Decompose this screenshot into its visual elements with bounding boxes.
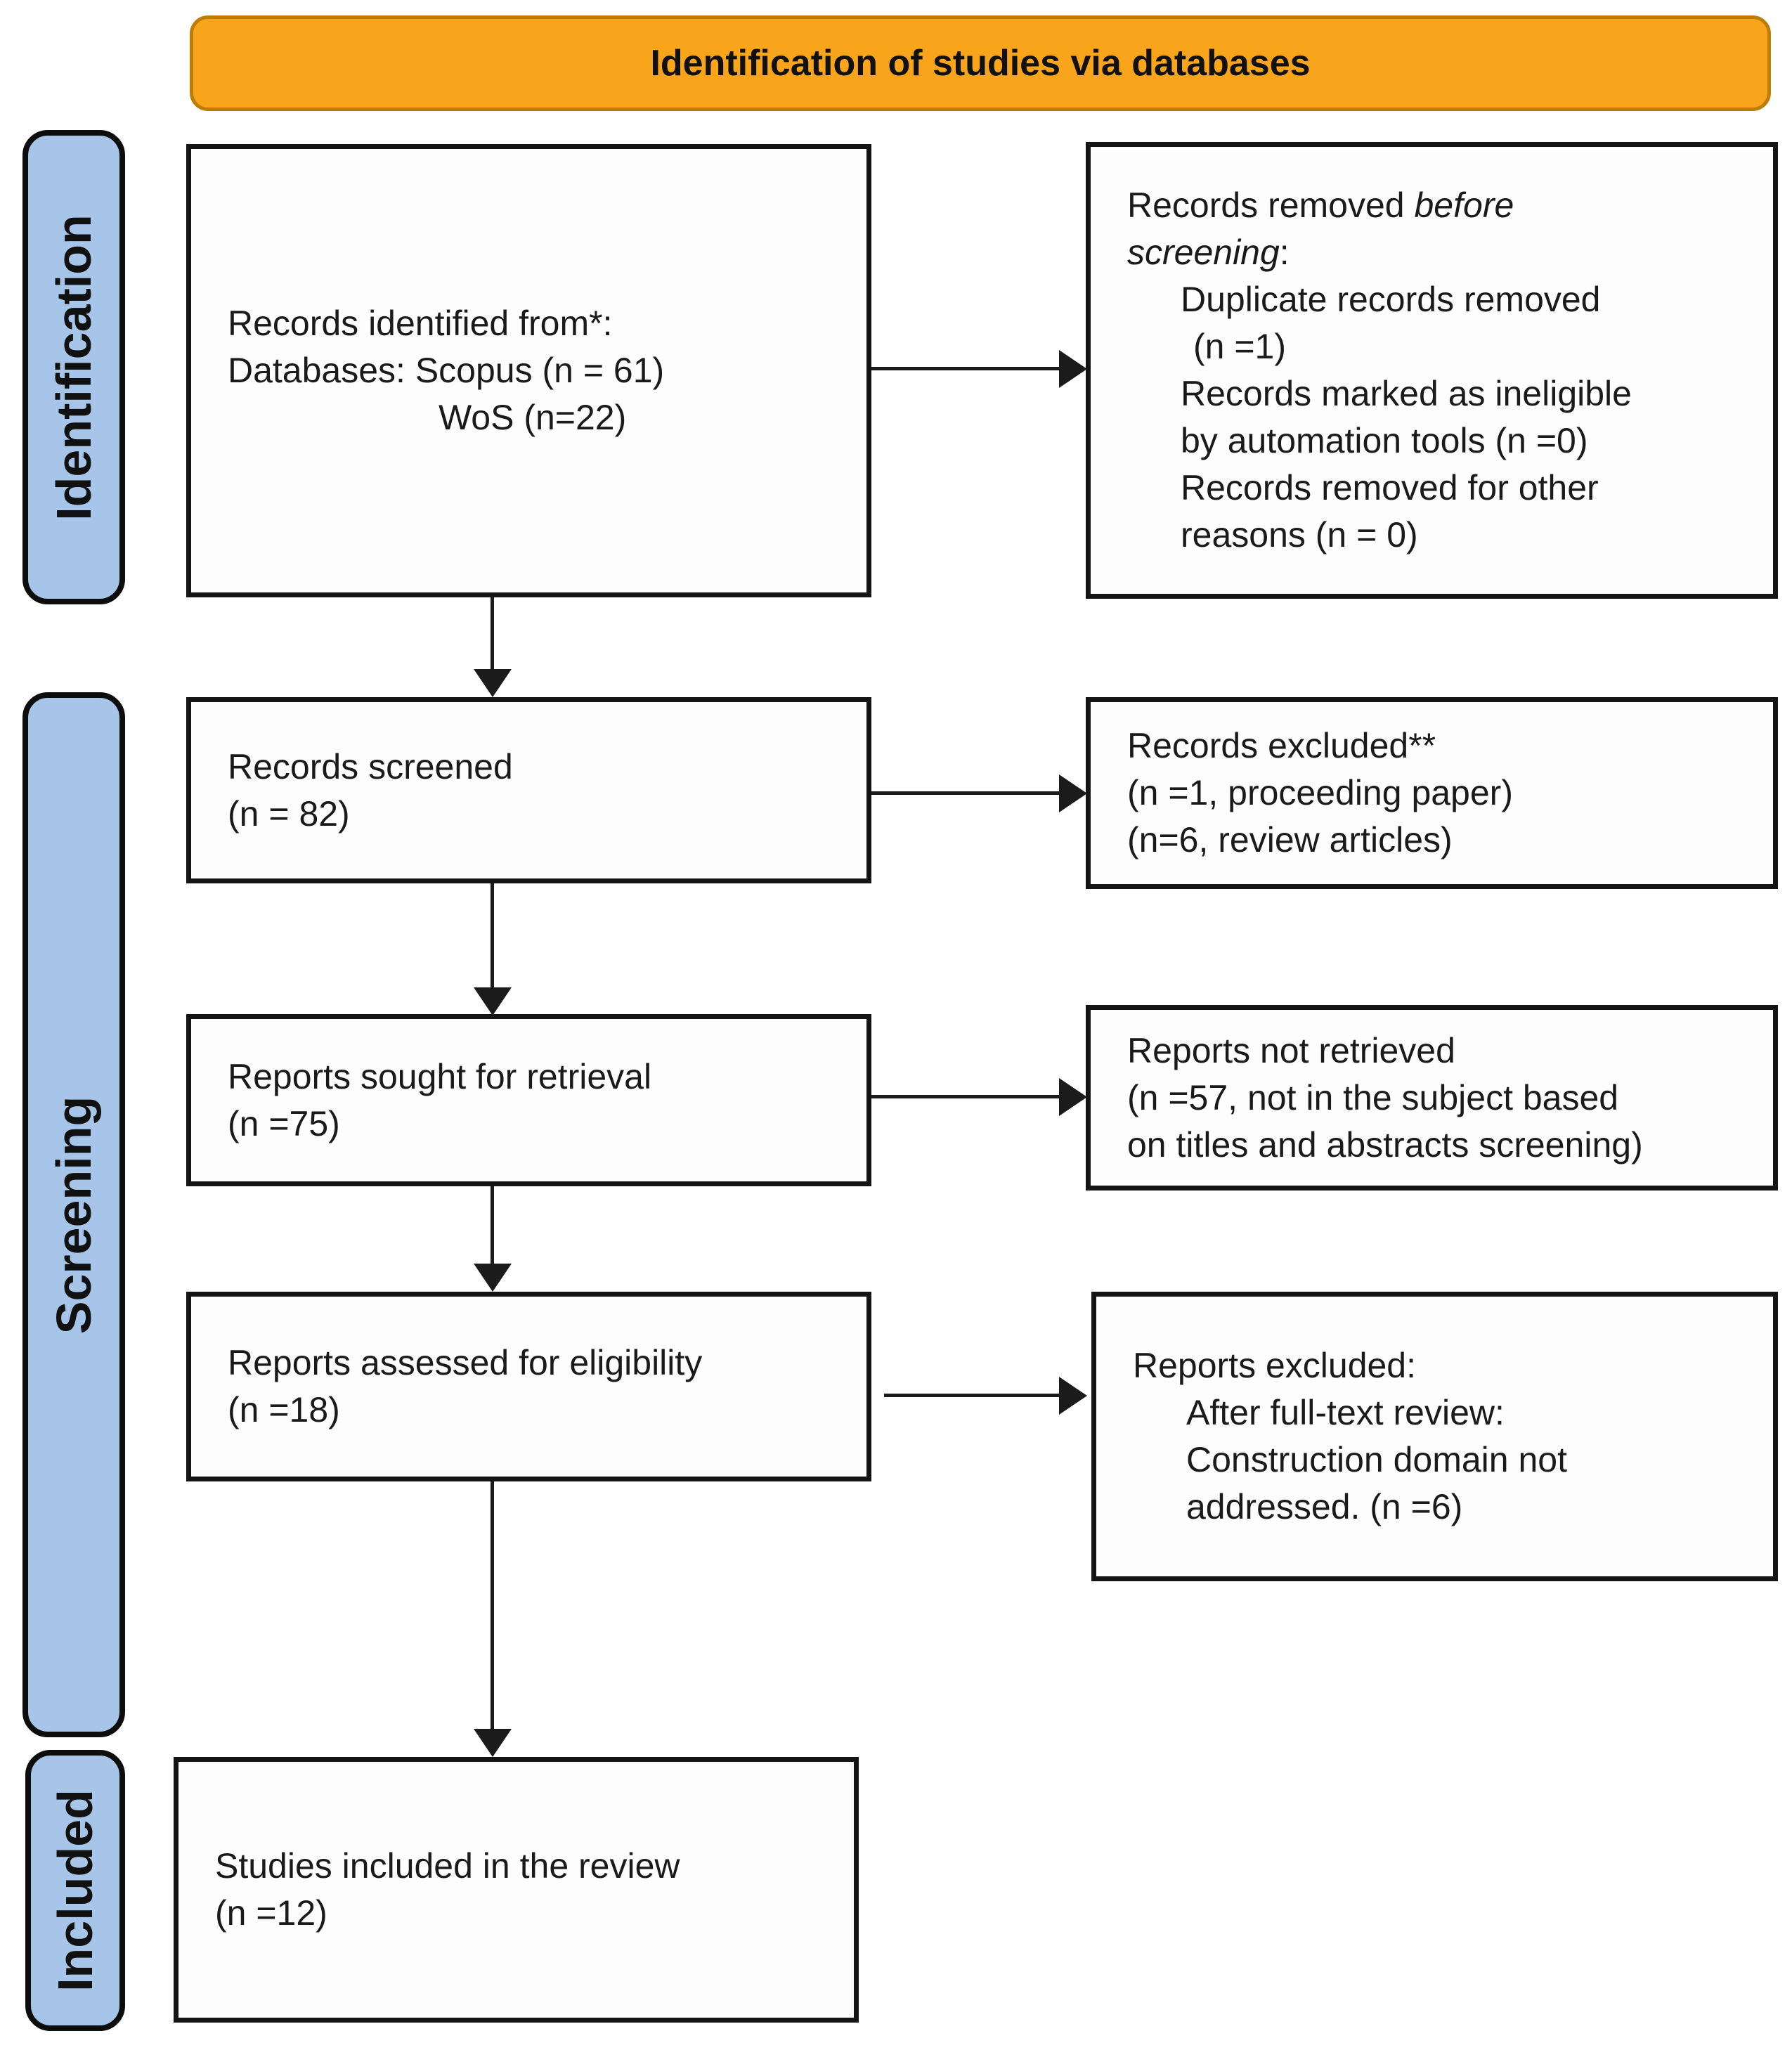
reports-excluded-line1: Reports excluded: bbox=[1133, 1346, 1417, 1385]
reports-not-retrieved-line2: (n =57, not in the subject based bbox=[1127, 1077, 1619, 1117]
box-records-identified: Records identified from*: Databases: Sco… bbox=[186, 144, 871, 597]
stage-label-included: Included bbox=[25, 1750, 125, 2031]
box-reports-assessed: Reports assessed for eligibility (n =18) bbox=[186, 1292, 871, 1481]
stage-label-screening-text: Screening bbox=[46, 1096, 102, 1334]
records-removed-item6: reasons (n = 0) bbox=[1181, 515, 1418, 554]
arrow-assessed-to-included bbox=[491, 1481, 494, 1729]
records-removed-item1: Duplicate records removed bbox=[1181, 280, 1601, 319]
records-excluded-line1: Records excluded** bbox=[1127, 726, 1436, 765]
records-identified-line1: Records identified from*: bbox=[228, 304, 613, 343]
records-excluded-line2: (n =1, proceeding paper) bbox=[1127, 773, 1513, 812]
box-records-screened: Records screened (n = 82) bbox=[186, 697, 871, 883]
box-records-removed-before-screening: Records removed before screening: Duplic… bbox=[1086, 142, 1778, 599]
records-excluded-line3: (n=6, review articles) bbox=[1127, 820, 1453, 859]
records-removed-line1: Records removed before bbox=[1127, 186, 1514, 225]
box-reports-sought: Reports sought for retrieval (n =75) bbox=[186, 1014, 871, 1186]
reports-sought-line1: Reports sought for retrieval bbox=[228, 1056, 652, 1096]
reports-not-retrieved-line1: Reports not retrieved bbox=[1127, 1030, 1455, 1070]
stage-label-included-text: Included bbox=[48, 1789, 103, 1992]
records-removed-line2: screening: bbox=[1127, 233, 1290, 272]
studies-included-line1: Studies included in the review bbox=[215, 1846, 680, 1886]
arrow-identified-to-screened bbox=[491, 597, 494, 669]
box-records-excluded: Records excluded** (n =1, proceeding pap… bbox=[1086, 697, 1778, 889]
box-studies-included: Studies included in the review (n =12) bbox=[174, 1757, 859, 2023]
records-identified-line3: WoS (n=22) bbox=[439, 398, 627, 437]
arrow-assessed-to-reports-excluded bbox=[884, 1394, 1059, 1397]
records-screened-line2: (n = 82) bbox=[228, 793, 350, 833]
records-removed-item2: (n =1) bbox=[1193, 327, 1287, 366]
banner-identification-via-databases: Identification of studies via databases bbox=[190, 15, 1771, 111]
reports-not-retrieved-line3: on titles and abstracts screening) bbox=[1127, 1124, 1643, 1165]
banner-title: Identification of studies via databases bbox=[650, 43, 1311, 84]
records-screened-line1: Records screened bbox=[228, 746, 513, 786]
studies-included-line2: (n =12) bbox=[215, 1893, 327, 1933]
records-identified-line2: Databases: Scopus (n = 61) bbox=[228, 351, 665, 390]
records-removed-item4: by automation tools (n =0) bbox=[1181, 421, 1588, 460]
arrow-identified-to-removed bbox=[871, 367, 1059, 370]
arrow-screened-to-excluded bbox=[871, 791, 1059, 795]
stage-label-identification-text: Identification bbox=[46, 214, 101, 521]
reports-excluded-item1: After full-text review: bbox=[1186, 1393, 1505, 1432]
stage-label-identification: Identification bbox=[22, 130, 125, 604]
reports-sought-line2: (n =75) bbox=[228, 1103, 340, 1143]
records-removed-item5: Records removed for other bbox=[1181, 468, 1599, 507]
reports-excluded-item2: Construction domain not bbox=[1186, 1440, 1567, 1479]
arrow-screened-to-sought bbox=[491, 883, 494, 987]
reports-excluded-item3: addressed. (n =6) bbox=[1186, 1487, 1463, 1526]
box-reports-not-retrieved: Reports not retrieved (n =57, not in the… bbox=[1086, 1005, 1778, 1191]
stage-label-screening: Screening bbox=[22, 692, 125, 1737]
reports-assessed-line2: (n =18) bbox=[228, 1390, 340, 1429]
reports-assessed-line1: Reports assessed for eligibility bbox=[228, 1343, 703, 1382]
arrow-sought-to-not-retrieved bbox=[871, 1095, 1059, 1098]
box-reports-excluded: Reports excluded: After full-text review… bbox=[1091, 1292, 1778, 1581]
records-removed-item3: Records marked as ineligible bbox=[1181, 374, 1632, 413]
arrow-sought-to-assessed bbox=[491, 1186, 494, 1264]
